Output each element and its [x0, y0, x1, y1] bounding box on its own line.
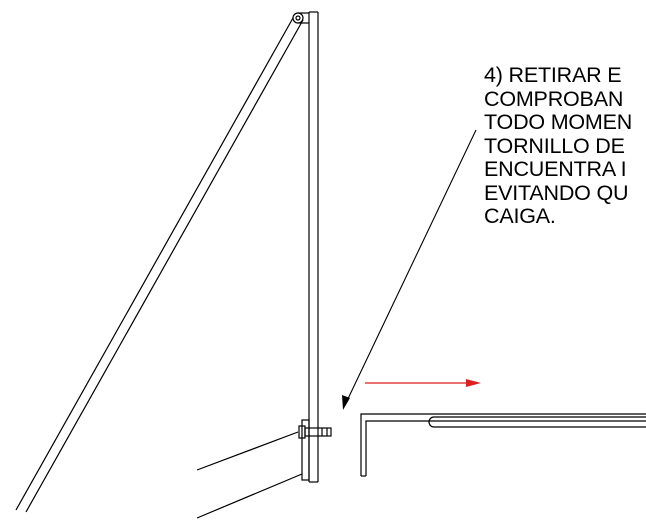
instruction-line: 4) RETIRAR E — [484, 64, 622, 87]
instruction-line: EVITANDO QU — [484, 180, 629, 205]
direction-arrow — [365, 379, 481, 387]
instruction-line: TORNILLO DE — [484, 133, 625, 158]
instruction-line: TODO MOMEN — [484, 110, 633, 134]
instruction-line: ENCUENTRA I — [484, 157, 627, 181]
base-plate — [301, 419, 310, 481]
bolt-assembly — [298, 425, 332, 439]
leader-arrow — [342, 129, 477, 410]
rail-slot — [428, 416, 646, 428]
top-pivot-pin — [292, 12, 309, 24]
lower-braces — [196, 431, 303, 519]
angle-profile — [360, 413, 646, 477]
instruction-text: 4) RETIRAR E COMPROBAN TODO MOMEN TORNIL… — [484, 64, 646, 294]
instruction-line: CAIGA. — [484, 204, 556, 228]
instruction-line: COMPROBAN — [484, 86, 624, 111]
vertical-post — [308, 11, 319, 483]
diagonal-strut — [15, 17, 304, 513]
